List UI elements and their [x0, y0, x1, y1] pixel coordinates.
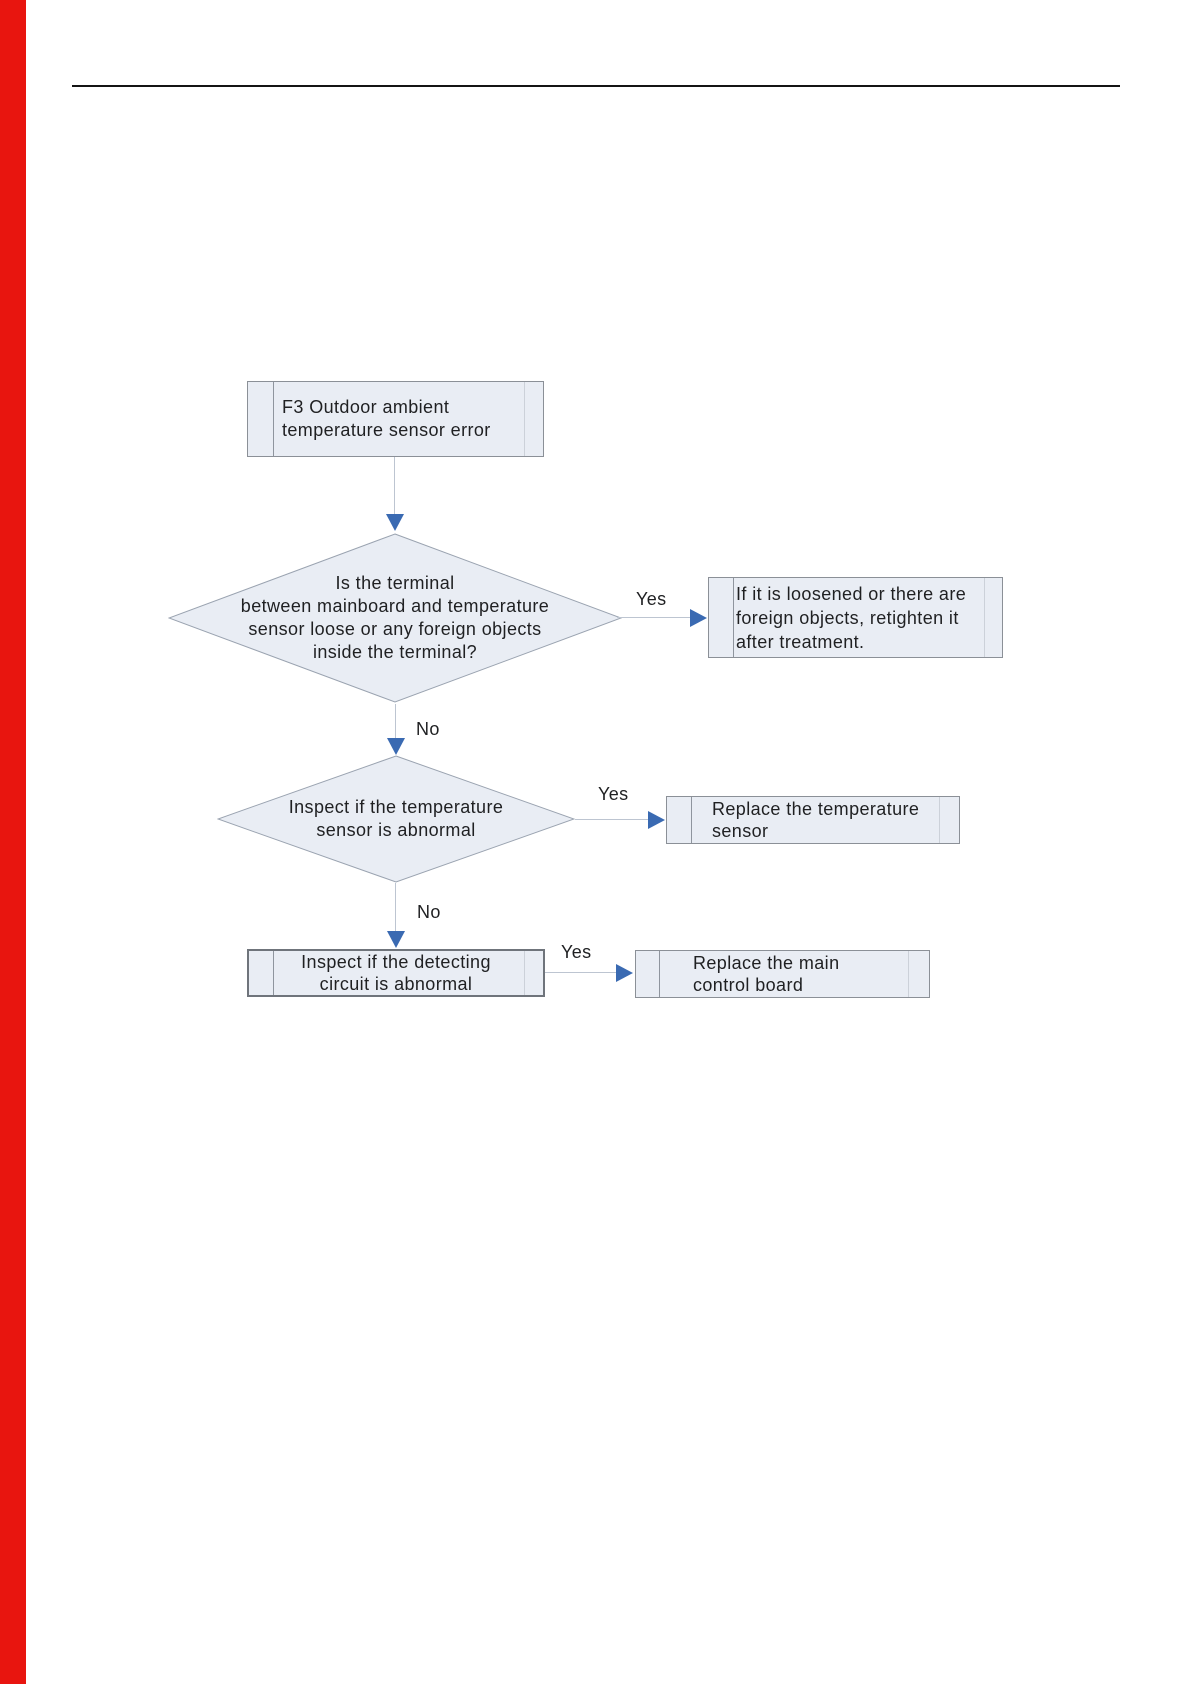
- node-text-line: circuit is abnormal: [319, 974, 473, 994]
- flow-node-error: F3 Outdoor ambient temperature sensor er…: [247, 381, 544, 457]
- box-inner-rule: [659, 951, 660, 997]
- box-inner-rule-faint: [524, 951, 525, 995]
- box-inner-rule: [273, 382, 274, 456]
- arrowhead-down-icon: [386, 514, 404, 531]
- connector-line: [395, 704, 396, 739]
- decision-diamond-shape: [168, 533, 622, 703]
- node-text-line: temperature sensor error: [282, 420, 491, 440]
- node-text-line: Inspect if the temperature: [288, 797, 504, 817]
- header-divider-line: [72, 85, 1120, 87]
- box-inner-rule-faint: [524, 382, 525, 456]
- arrowhead-down-icon: [387, 738, 405, 755]
- flow-node-retighten: If it is loosened or there are foreign o…: [708, 577, 1003, 658]
- node-text-line: sensor: [712, 821, 769, 841]
- connector-line: [545, 972, 616, 973]
- node-text-line: F3 Outdoor ambient: [282, 397, 450, 417]
- flow-node-replace-board: Replace the main control board: [635, 950, 930, 998]
- connector-line: [575, 819, 648, 820]
- node-text-line: Is the terminal: [335, 573, 455, 593]
- node-text-line: Replace the temperature: [712, 799, 920, 819]
- arrowhead-down-icon: [387, 931, 405, 948]
- edge-label-yes: Yes: [561, 942, 592, 962]
- box-inner-rule-faint: [984, 578, 985, 657]
- edge-label-no: No: [417, 902, 441, 922]
- node-text-line: control board: [693, 975, 804, 995]
- box-inner-rule: [733, 578, 734, 657]
- edge-label-yes: Yes: [636, 589, 667, 609]
- left-red-margin-bar: [0, 0, 26, 1684]
- arrowhead-right-icon: [648, 811, 665, 829]
- connector-line: [395, 883, 396, 931]
- flow-node-sensor-check: Inspect if the temperature sensor is abn…: [217, 755, 575, 883]
- decision-diamond-shape: [217, 755, 575, 883]
- connector-line: [394, 457, 395, 515]
- node-text-line: Replace the main: [693, 953, 840, 973]
- flow-node-replace-sensor: Replace the temperature sensor: [666, 796, 960, 844]
- node-text-line: Inspect if the detecting: [301, 952, 491, 972]
- node-text-line: inside the terminal?: [312, 642, 478, 662]
- edge-label-yes: Yes: [598, 784, 629, 804]
- box-inner-rule: [273, 951, 274, 995]
- flow-node-circuit-check: Inspect if the detecting circuit is abno…: [247, 949, 545, 997]
- flow-node-terminal-check: Is the terminal between mainboard and te…: [168, 533, 622, 703]
- box-inner-rule: [691, 797, 692, 843]
- arrowhead-right-icon: [616, 964, 633, 982]
- node-text-line: If it is loosened or there are: [736, 583, 967, 604]
- box-inner-rule-faint: [908, 951, 909, 997]
- node-text-line: between mainboard and temperature: [240, 596, 550, 616]
- node-text-line: sensor loose or any foreign objects: [248, 619, 542, 639]
- connector-line: [617, 617, 690, 618]
- arrowhead-right-icon: [690, 609, 707, 627]
- edge-label-no: No: [416, 719, 440, 739]
- node-text-line: sensor is abnormal: [316, 820, 476, 840]
- node-text-line: foreign objects, retighten it: [736, 607, 959, 628]
- box-inner-rule-faint: [939, 797, 940, 843]
- node-text-line: after treatment.: [736, 631, 865, 652]
